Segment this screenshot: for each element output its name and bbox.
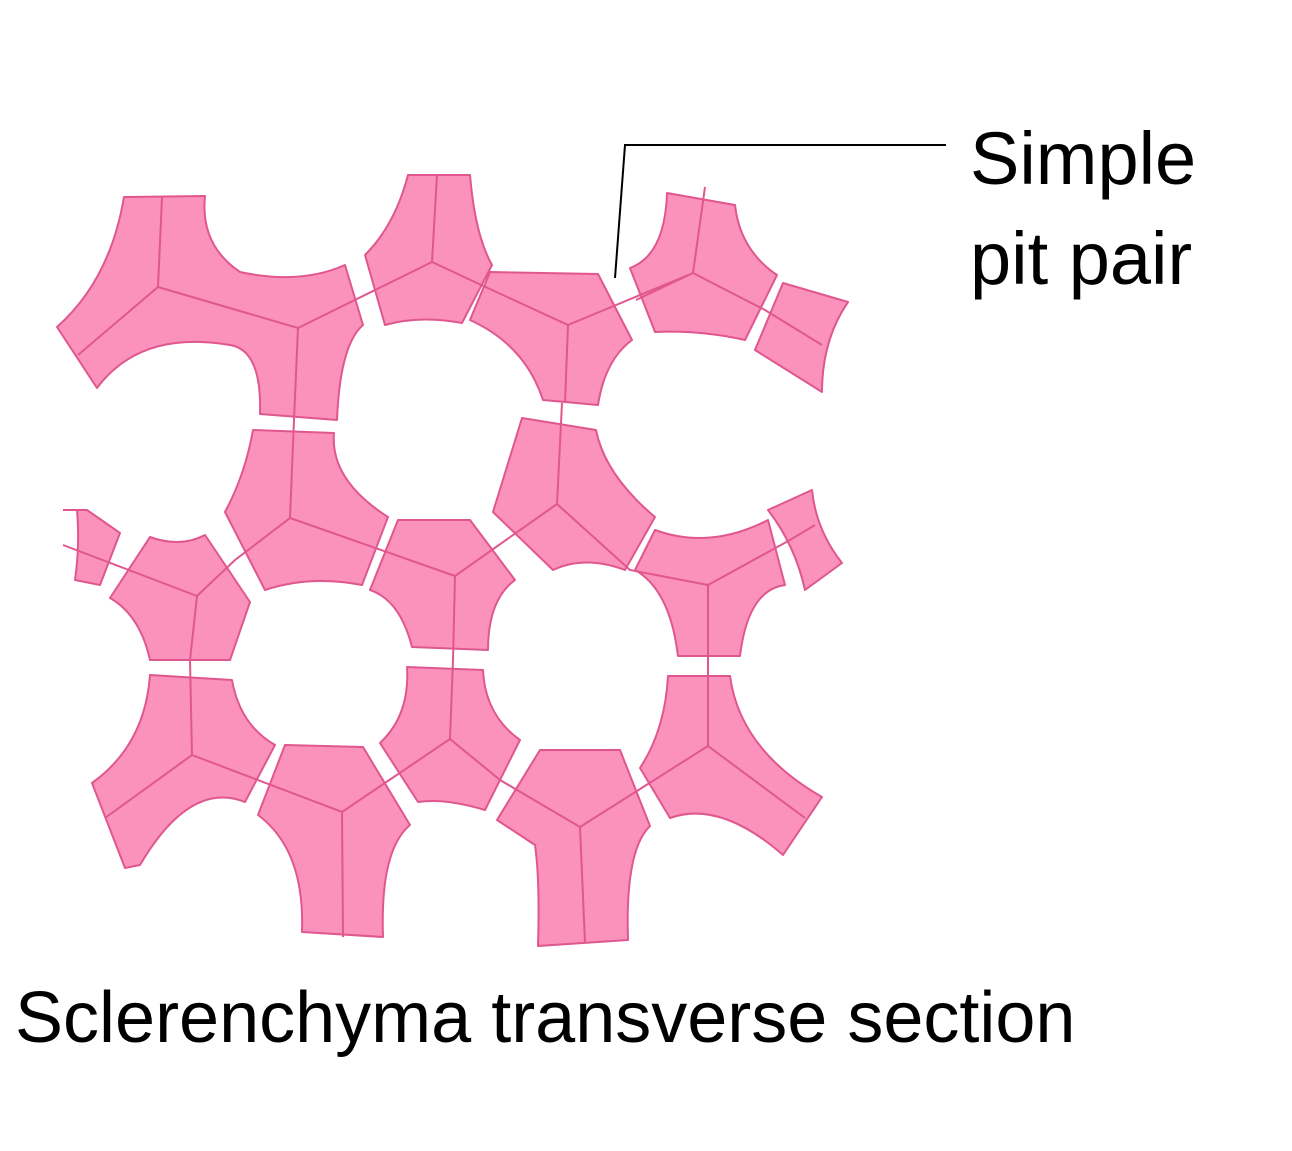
cell	[496, 749, 651, 947]
label-simple: Simple	[970, 117, 1197, 200]
cell	[754, 282, 849, 393]
diagram-caption: Sclerenchyma transverse section	[15, 978, 1076, 1058]
middle-lamellae	[62, 174, 823, 944]
cells	[56, 174, 849, 947]
cell	[492, 417, 656, 571]
cell	[224, 429, 389, 591]
cell	[56, 195, 364, 421]
cell	[257, 744, 411, 938]
cell	[629, 192, 778, 341]
cell	[634, 519, 786, 657]
cell	[469, 271, 633, 406]
cell	[91, 674, 276, 869]
label-pit-pair: pit pair	[970, 217, 1193, 300]
cell	[109, 534, 251, 661]
leader-line	[614, 144, 946, 279]
cell	[639, 675, 823, 856]
cell	[74, 509, 121, 586]
cell	[364, 174, 493, 326]
cell	[767, 489, 843, 591]
cell	[369, 519, 516, 651]
